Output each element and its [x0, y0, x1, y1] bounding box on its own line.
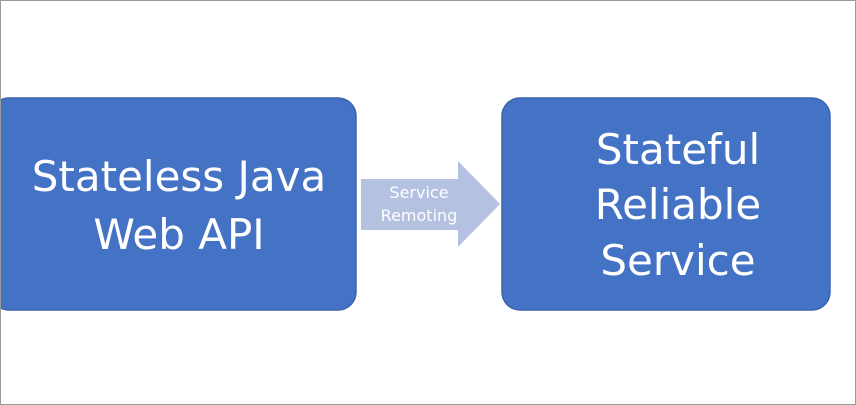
box-label-line: Service — [600, 236, 755, 285]
box-label-line: Reliable — [595, 180, 761, 229]
box-label-line: Stateless Java — [32, 152, 327, 201]
box-label-line: Stateful — [596, 125, 760, 174]
arrow-label-line: Remoting — [381, 206, 458, 225]
arrow-label-line: Service — [389, 183, 448, 202]
stateful-reliable-service-box: Stateful Reliable Service — [501, 97, 831, 311]
service-remoting-arrow: Service Remoting — [361, 161, 500, 247]
stateless-java-web-api-box: Stateless Java Web API — [1, 97, 357, 311]
box-label-line: Web API — [93, 210, 264, 259]
